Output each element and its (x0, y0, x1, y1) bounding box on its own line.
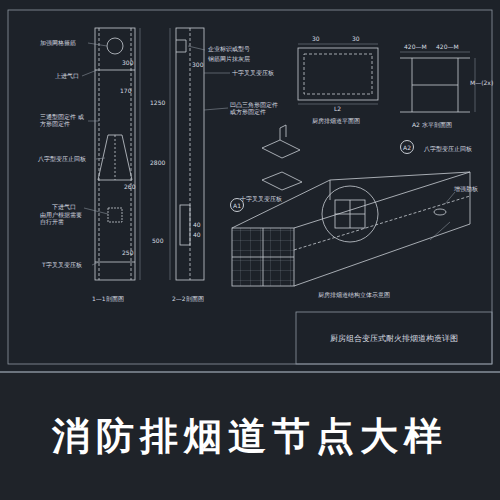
drawing-label: 170 (120, 88, 131, 95)
drawing-label: 企业标识或型号 (208, 46, 250, 53)
title-block: 厨房组合变压式耐火排烟道构造详图 (296, 312, 492, 364)
node-text: 厨房组合变压式耐火排烟道构造详图 (330, 333, 458, 344)
drawing-label: 420—M (436, 44, 459, 51)
node-text: 消防排烟道节点大样 (52, 411, 448, 462)
drawing-label: 增强肋板 (454, 186, 478, 193)
drawing-label: 1250 (150, 100, 165, 107)
banner-band: 消防排烟道节点大样 (0, 373, 500, 500)
drawing-label: 厨房排烟道结构立体示意图 (318, 292, 390, 299)
drawing-label: 40 (193, 222, 201, 229)
drawing-label: 十字叉叉变压板 (232, 70, 274, 77)
drawing-label: 30 (352, 36, 360, 43)
drawing-label: 40 (193, 232, 201, 239)
drawing-label: 由用户根据需要自行开凿 (40, 212, 84, 226)
drawing-label: 厨房排烟道平面图 (312, 118, 360, 125)
node-text: A2 (403, 144, 411, 151)
node-text: A1 (233, 202, 241, 209)
drawing-label: 300 (122, 60, 133, 67)
callout-circle: A1 (230, 198, 244, 212)
drawing-label: 2—2剖面图 (172, 296, 204, 303)
drawing-label: 八字型变压止回板 (424, 146, 472, 153)
drawing-label: A2 水平剖面图 (412, 122, 452, 129)
drawing-label: 上进气口 (55, 73, 79, 80)
drawing-label: 凹凸三角形固定件 或方形固定件 (230, 102, 280, 116)
drawing-label: 八字型变压止回板 (38, 156, 86, 163)
drawing-label: L2 (334, 106, 341, 113)
drawing-label: 420—M (404, 44, 427, 51)
drawing-label: 2800 (150, 160, 165, 167)
drawing-label: 下进气口 (52, 204, 76, 211)
drawing-label: 三通型固定件 或方形固定件 (40, 114, 86, 128)
drawing-label: 十字叉叉变压板 (240, 196, 282, 203)
drawing-label: 加强网格箍筋 (40, 40, 76, 47)
drawing-label: 250 (122, 250, 133, 257)
drawing-label: 260 (124, 184, 135, 191)
drawing-label: 300 (192, 62, 203, 69)
drawing-label: 钢筋网片抹灰层 (208, 56, 250, 63)
drawing-label: T字叉叉变压板 (42, 262, 82, 269)
callout-circle: A2 (400, 140, 414, 154)
drawing-label: 500 (152, 238, 163, 245)
drawing-label: M—(2x) (470, 80, 493, 87)
drawing-label: 30 (312, 36, 320, 43)
drawing-label: 1—1剖面图 (92, 296, 124, 303)
